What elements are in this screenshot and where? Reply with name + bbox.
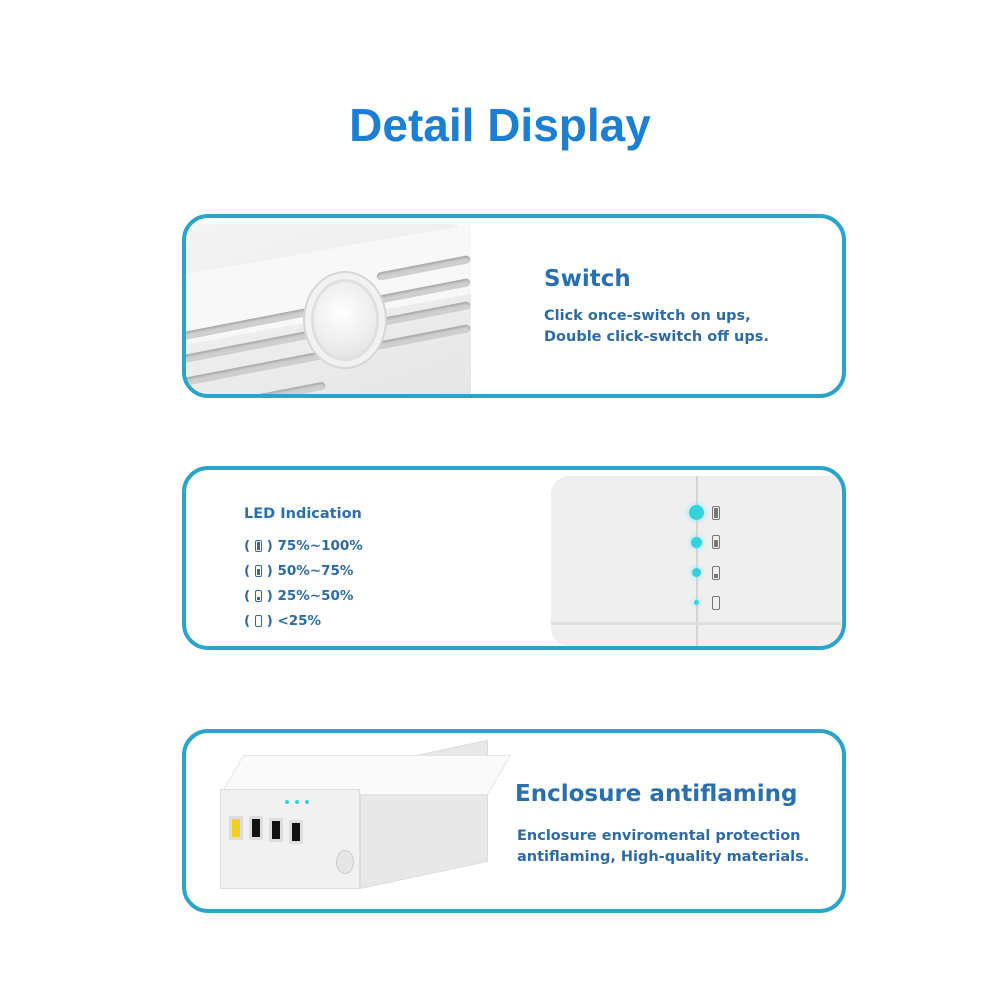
enclosure-heading: Enclosure antiflaming (515, 781, 798, 807)
switch-line-2: Double click-switch off ups. (544, 329, 769, 345)
led-row-4: ( ) <25% (244, 613, 322, 629)
enclosure-line-2: antiflaming, High-quality materials. (517, 849, 810, 865)
led-row-3: ( ) 25%~50% (244, 588, 354, 604)
battery-full-icon (712, 506, 720, 520)
led-dot (689, 505, 704, 520)
power-button-image (311, 279, 379, 361)
battery-three-quarter-icon (712, 535, 720, 549)
battery-full-icon (254, 540, 262, 552)
page-title: Detail Display (349, 99, 651, 151)
led-panel: LED Indication ( ) 75%~100% ( ) 50%~75% … (182, 466, 846, 650)
led-device-image (551, 476, 841, 646)
led-row-1: ( ) 75%~100% (244, 538, 363, 554)
led-heading: LED Indication (244, 506, 362, 522)
led-label: 50%~75% (277, 563, 354, 579)
led-label: <25% (277, 613, 322, 629)
led-dot (692, 568, 701, 577)
battery-half-icon (254, 590, 262, 602)
enclosure-line-1: Enclosure enviromental protection (517, 828, 801, 844)
battery-low-icon (254, 615, 262, 627)
switch-line-1: Click once-switch on ups, (544, 308, 751, 324)
switch-heading: Switch (544, 266, 631, 292)
battery-three-quarter-icon (254, 565, 262, 577)
led-dot (691, 537, 702, 548)
enclosure-panel: Enclosure antiflaming Enclosure envirome… (182, 729, 846, 913)
battery-half-icon (712, 566, 720, 580)
switch-device-image (186, 224, 471, 394)
ups-device-image (220, 739, 512, 895)
battery-low-icon (712, 596, 720, 610)
switch-panel: Switch Click once-switch on ups, Double … (182, 214, 846, 398)
led-label: 75%~100% (277, 538, 363, 554)
led-label: 25%~50% (277, 588, 354, 604)
led-dot (694, 600, 699, 605)
led-row-2: ( ) 50%~75% (244, 563, 354, 579)
